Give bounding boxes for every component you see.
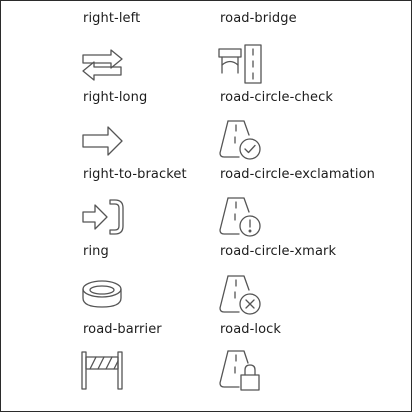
label-right-long: right-long [83, 90, 148, 105]
road-bridge-icon [217, 41, 263, 87]
label-road-circle-check: road-circle-check [220, 90, 333, 105]
label-road-bridge: road-bridge [220, 11, 297, 26]
road-circle-xmark-icon [217, 272, 263, 318]
road-circle-check-icon [217, 117, 263, 163]
road-barrier-icon [79, 347, 125, 393]
label-right-to-bracket: right-to-bracket [83, 167, 187, 182]
label-road-circle-xmark: road-circle-xmark [220, 244, 337, 259]
label-road-barrier: road-barrier [83, 322, 162, 337]
label-ring: ring [83, 244, 109, 259]
road-circle-exclamation-icon [217, 194, 263, 240]
road-lock-icon [217, 347, 263, 393]
label-right-left: right-left [83, 11, 141, 26]
ring-icon [79, 271, 125, 317]
right-long-icon [79, 118, 125, 164]
right-left-icon [79, 41, 125, 87]
right-to-bracket-icon [79, 194, 125, 240]
label-road-circle-exclamation: road-circle-exclamation [220, 167, 375, 182]
label-road-lock: road-lock [220, 322, 282, 337]
